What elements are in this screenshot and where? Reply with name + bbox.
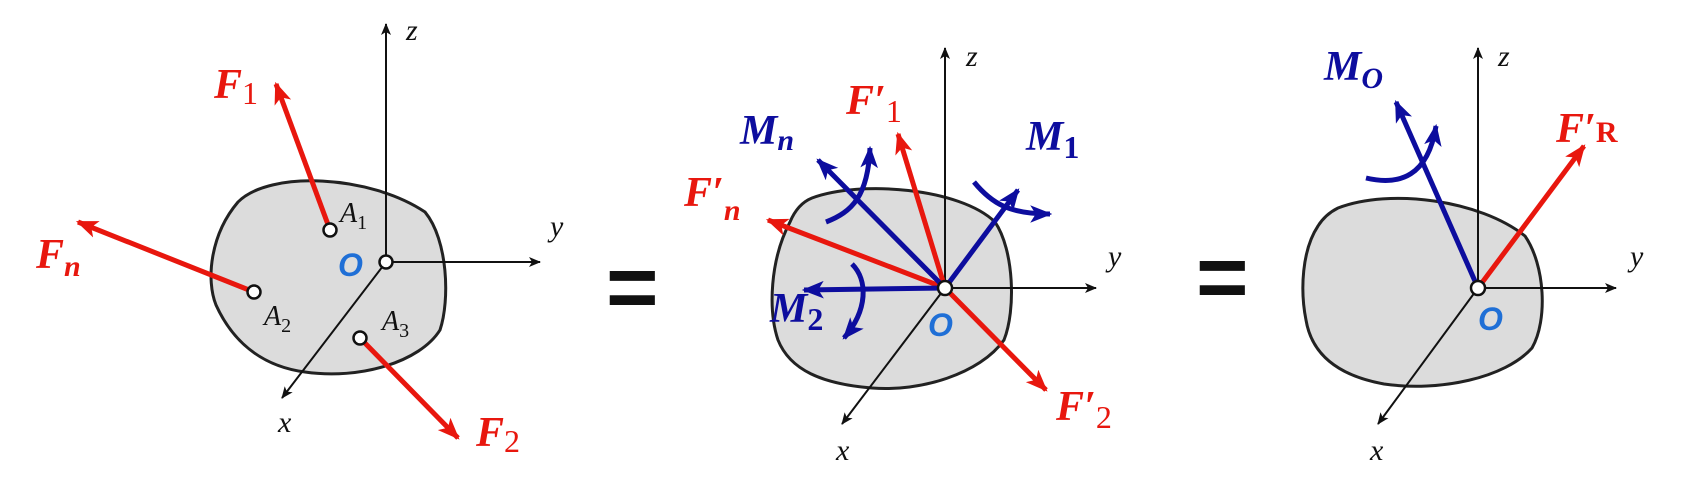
label-m1: M1 xyxy=(1025,114,1079,165)
x-axis-label: x xyxy=(277,406,292,439)
label-mo: MO xyxy=(1323,44,1383,95)
y-axis-label: y xyxy=(547,210,564,243)
x-axis-3 xyxy=(1377,287,1479,425)
z-axis-label: z xyxy=(405,14,418,47)
y-axis-label-3: y xyxy=(1627,240,1644,273)
origin-point xyxy=(378,254,394,270)
point-a3 xyxy=(352,330,368,346)
x-axis xyxy=(281,261,387,399)
x-axis-2 xyxy=(841,287,946,425)
equals-sign-2: = xyxy=(1196,228,1249,328)
point-a1 xyxy=(322,222,338,238)
force-f1p-arrow xyxy=(895,131,948,289)
label-mn: Mn xyxy=(739,108,794,157)
rigid-body-1 xyxy=(209,179,448,376)
panel-1: z y x A1 A2 A3 O F1 Fn F2 xyxy=(35,14,564,459)
moment-m2-rotation-icon xyxy=(842,262,866,340)
label-m2: M2 xyxy=(769,286,823,337)
origin-label-2: O xyxy=(928,307,953,343)
origin-point-3 xyxy=(1469,279,1487,297)
label-f1p: F′1 xyxy=(845,78,902,129)
equals-sign-1: = xyxy=(606,238,659,338)
force-frp-arrow xyxy=(1475,144,1587,290)
label-f1: F1 xyxy=(213,62,258,111)
force-f1-arrow xyxy=(273,81,333,231)
panel-2: z y x O F′1 F′n F′2 Mn M1 M2 xyxy=(683,40,1122,467)
origin-label-1: O xyxy=(338,247,363,283)
point-a2 xyxy=(246,284,262,300)
label-fnp: F′n xyxy=(683,170,741,227)
force-f2-arrow xyxy=(358,336,460,440)
x-axis-label-2: x xyxy=(835,434,850,467)
label-frp: F′R xyxy=(1555,106,1618,152)
moment-m2-vector xyxy=(801,280,946,299)
z-axis-label-2: z xyxy=(965,40,978,73)
force-fn-arrow xyxy=(75,219,255,295)
label-a1: A1 xyxy=(338,198,367,234)
label-f2: F2 xyxy=(475,410,520,459)
label-a3: A3 xyxy=(380,306,409,342)
moment-mn-vector xyxy=(816,158,947,290)
moment-mo-vector xyxy=(1393,99,1481,290)
rigid-body-3 xyxy=(1301,196,1544,388)
y-axis-label-2: y xyxy=(1105,240,1122,273)
moment-mn-rotation-icon xyxy=(825,145,878,225)
panel-3: z y x O MO F′R xyxy=(1301,40,1644,467)
moment-m1-rotation-icon xyxy=(972,180,1053,223)
label-fn: Fn xyxy=(35,232,81,283)
z-axis-label-3: z xyxy=(1497,40,1510,73)
origin-point-2 xyxy=(936,279,954,297)
label-f2p: F′2 xyxy=(1055,384,1112,435)
origin-label-3: O xyxy=(1478,301,1503,337)
force-fnp-arrow xyxy=(765,217,946,291)
moment-mo-rotation-icon xyxy=(1365,123,1442,183)
x-axis-label-3: x xyxy=(1369,434,1384,467)
force-f2p-arrow xyxy=(943,286,1048,392)
label-a2: A2 xyxy=(262,301,291,337)
